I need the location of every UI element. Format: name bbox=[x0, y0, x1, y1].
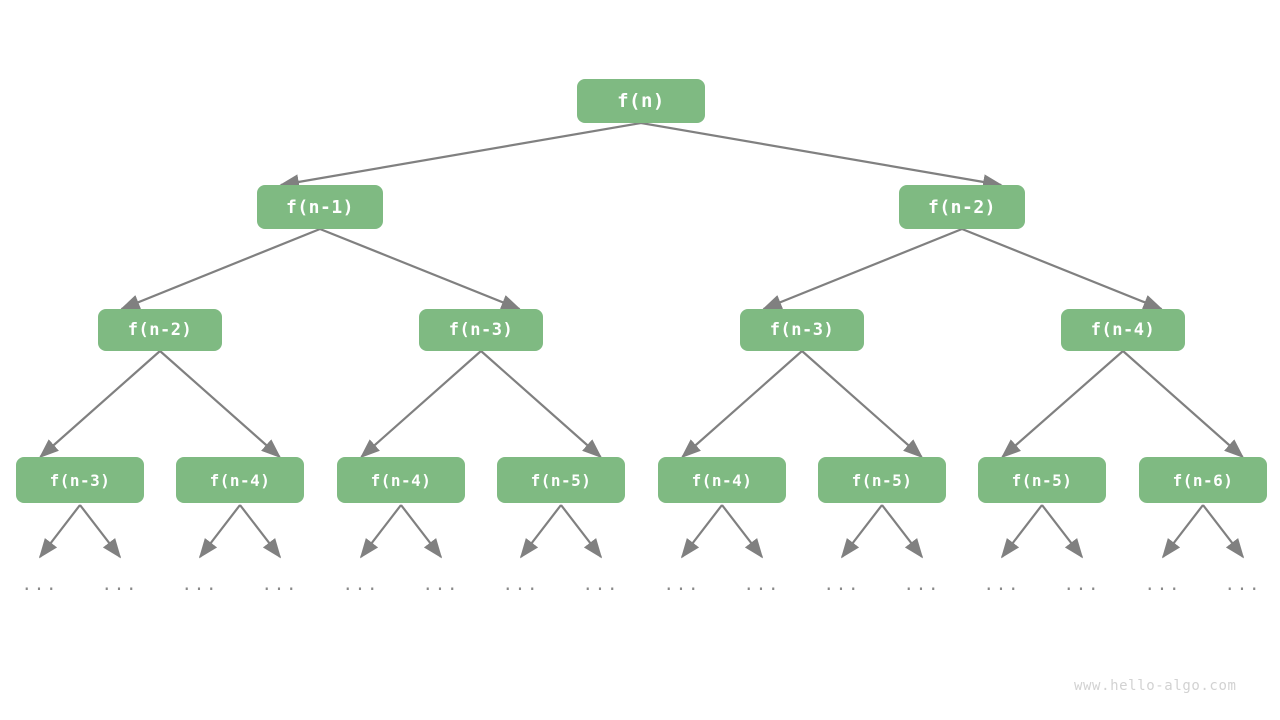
tree-node-n3: f(n-2) bbox=[98, 309, 222, 351]
tree-edge-n6-n13 bbox=[1000, 350, 1124, 459]
tree-edge-n1-n4 bbox=[319, 227, 522, 311]
leaf-stub-arrow-3 bbox=[239, 504, 282, 559]
leaf-stub-arrow-1 bbox=[79, 504, 122, 559]
leaf-stub-arrow-7 bbox=[560, 504, 603, 559]
tree-node-n8: f(n-4) bbox=[176, 457, 304, 503]
ellipsis-marker-13: ... bbox=[1063, 575, 1101, 595]
ellipsis-marker-1: ... bbox=[101, 575, 139, 595]
tree-node-n12: f(n-5) bbox=[818, 457, 946, 503]
tree-node-n9: f(n-4) bbox=[337, 457, 465, 503]
tree-edge-n2-n5 bbox=[761, 227, 963, 311]
tree-node-n0: f(n) bbox=[577, 79, 705, 123]
tree-node-n2: f(n-2) bbox=[899, 185, 1025, 229]
site-watermark: www.hello-algo.com bbox=[1074, 678, 1237, 694]
tree-node-n4: f(n-3) bbox=[419, 309, 543, 351]
ellipsis-marker-12: ... bbox=[983, 575, 1021, 595]
tree-node-n6: f(n-4) bbox=[1061, 309, 1185, 351]
tree-edge-n2-n6 bbox=[961, 227, 1164, 311]
leaf-stub-arrow-9 bbox=[721, 504, 764, 559]
tree-node-n1: f(n-1) bbox=[257, 185, 383, 229]
tree-edge-n6-n14 bbox=[1122, 350, 1244, 459]
tree-node-n11: f(n-4) bbox=[658, 457, 786, 503]
ellipsis-marker-7: ... bbox=[582, 575, 620, 595]
ellipsis-marker-14: ... bbox=[1144, 575, 1182, 595]
tree-edges bbox=[39, 121, 1244, 459]
tree-edge-n0-n2 bbox=[640, 121, 1003, 190]
ellipsis-marker-5: ... bbox=[422, 575, 460, 595]
tree-edge-n4-n10 bbox=[480, 350, 602, 459]
leaf-stub-arrow-8 bbox=[680, 504, 723, 559]
tree-edge-n3-n8 bbox=[159, 350, 281, 459]
leaf-stub-arrow-15 bbox=[1202, 504, 1245, 559]
ellipsis-marker-8: ... bbox=[663, 575, 701, 595]
ellipsis-marker-3: ... bbox=[261, 575, 299, 595]
ellipsis-marker-10: ... bbox=[823, 575, 861, 595]
ellipsis-marker-0: ... bbox=[21, 575, 59, 595]
leaf-stub-edges bbox=[38, 504, 1245, 559]
leaf-stub-arrow-11 bbox=[881, 504, 924, 559]
ellipsis-marker-6: ... bbox=[502, 575, 540, 595]
ellipsis-marker-9: ... bbox=[743, 575, 781, 595]
tree-node-n10: f(n-5) bbox=[497, 457, 625, 503]
ellipsis-marker-2: ... bbox=[181, 575, 219, 595]
tree-edge-n5-n12 bbox=[801, 350, 923, 459]
tree-node-n5: f(n-3) bbox=[740, 309, 864, 351]
leaf-stub-arrow-0 bbox=[38, 504, 81, 559]
tree-edge-n5-n11 bbox=[681, 350, 803, 459]
tree-edge-n0-n1 bbox=[279, 121, 642, 190]
tree-edge-n1-n3 bbox=[119, 227, 321, 311]
ellipsis-marker-15: ... bbox=[1224, 575, 1262, 595]
leaf-stub-arrow-10 bbox=[840, 504, 883, 559]
leaf-stub-arrow-12 bbox=[1000, 504, 1043, 559]
tree-node-n7: f(n-3) bbox=[16, 457, 144, 503]
leaf-stub-arrow-4 bbox=[359, 504, 402, 559]
leaf-stub-arrow-13 bbox=[1041, 504, 1084, 559]
leaf-stub-arrow-6 bbox=[519, 504, 562, 559]
ellipsis-marker-4: ... bbox=[342, 575, 380, 595]
tree-node-n13: f(n-5) bbox=[978, 457, 1106, 503]
leaf-stub-arrow-2 bbox=[198, 504, 241, 559]
tree-edge-n3-n7 bbox=[39, 350, 161, 459]
leaf-stub-arrow-5 bbox=[400, 504, 443, 559]
ellipsis-marker-11: ... bbox=[903, 575, 941, 595]
leaf-stub-arrow-14 bbox=[1161, 504, 1204, 559]
tree-node-n14: f(n-6) bbox=[1139, 457, 1267, 503]
tree-edge-n4-n9 bbox=[360, 350, 482, 459]
